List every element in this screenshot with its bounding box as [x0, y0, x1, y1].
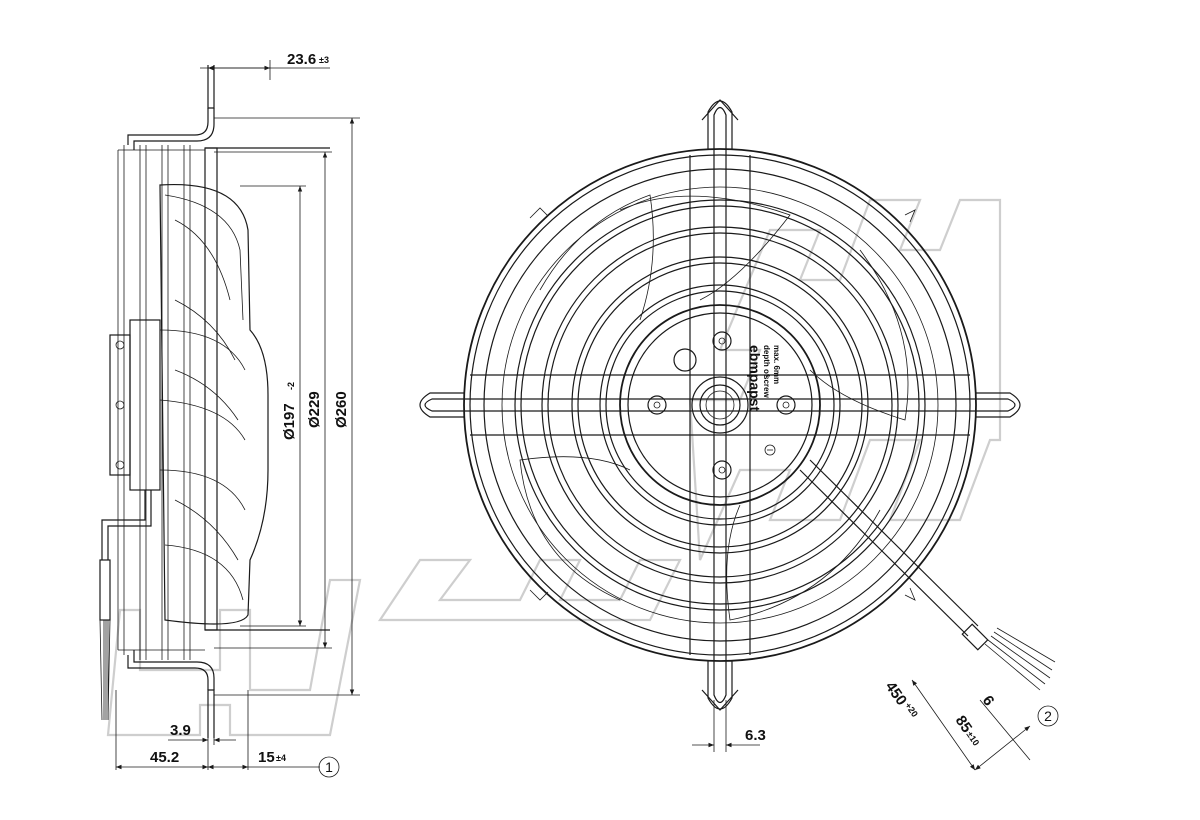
- label-plate: ebmpapst depth of screw max. 6mm: [747, 345, 781, 411]
- dim-3-9: 3.9: [170, 722, 191, 739]
- dim-197-tol: -2: [286, 382, 296, 390]
- svg-text:max. 6mm: max. 6mm: [772, 345, 781, 384]
- ground-symbol-icon: [764, 444, 776, 456]
- callout-2: [1037, 705, 1059, 727]
- dim-260: Ø260: [333, 391, 350, 428]
- dim-15: 15: [258, 749, 275, 766]
- dim-6: 6: [979, 693, 998, 710]
- front-dimensions: 6.3 450 +20 85 ±10 6 2: [692, 679, 1059, 771]
- dim-23-6-tol: ±3: [319, 55, 329, 65]
- callout-1: [318, 756, 340, 778]
- dim-85: 85: [952, 713, 975, 736]
- svg-text:1: 1: [325, 759, 333, 775]
- watermark: [106, 198, 1002, 737]
- dim-450-tol: +20: [903, 701, 920, 719]
- screw-right: [776, 395, 796, 415]
- side-dimensions: 23.6 ±3 Ø260 Ø229 Ø197 -2 3.9 45.2 15 ±4: [115, 51, 360, 778]
- dim-15-tol: ±4: [276, 753, 286, 763]
- svg-text:depth of: depth of: [762, 345, 771, 377]
- dim-23-6: 23.6: [287, 51, 316, 68]
- vent-hole: [673, 348, 697, 372]
- side-view: [99, 65, 330, 738]
- dim-229: Ø229: [306, 391, 323, 428]
- dim-197: Ø197: [281, 403, 298, 440]
- front-view: ebmpapst depth of screw max. 6mm: [419, 99, 1056, 711]
- screw-bottom: [712, 460, 732, 480]
- brand-label: ebmpapst: [747, 345, 763, 411]
- screw-top: [712, 331, 732, 351]
- svg-text:2: 2: [1044, 708, 1052, 724]
- dim-6-3: 6.3: [745, 727, 766, 744]
- dim-85-tol: ±10: [965, 730, 982, 748]
- dim-45-2: 45.2: [150, 749, 179, 766]
- svg-text:screw: screw: [762, 375, 771, 398]
- screw-left: [647, 395, 667, 415]
